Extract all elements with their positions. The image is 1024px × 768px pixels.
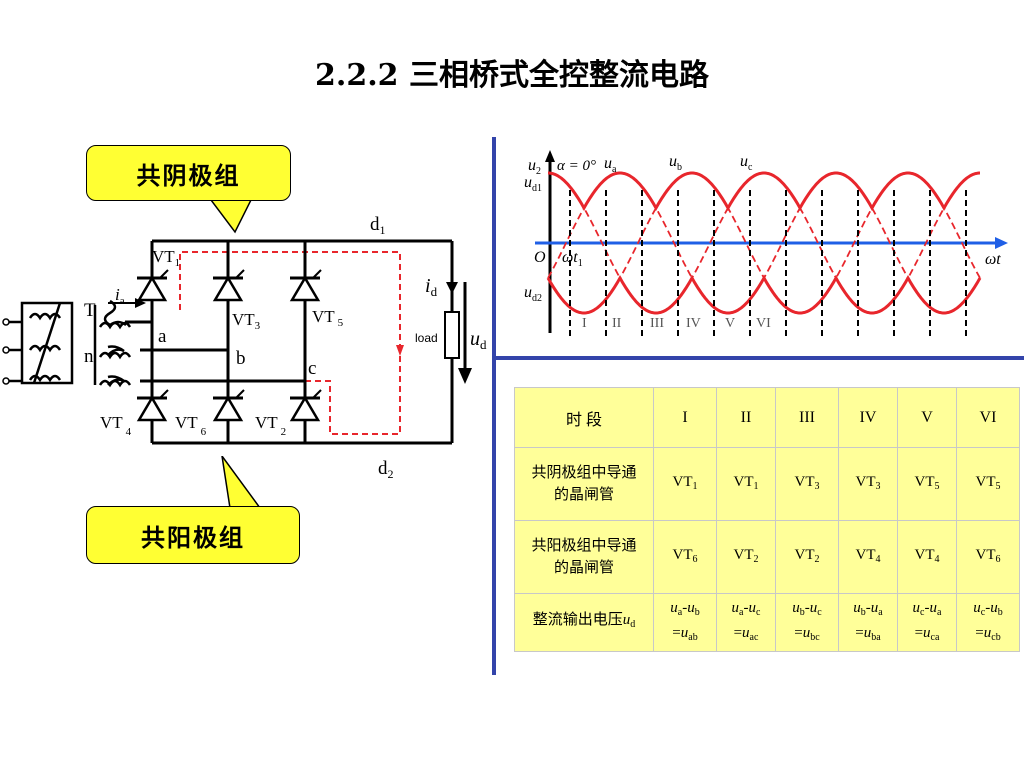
label-uc: uc (740, 153, 753, 173)
label-wt: ωt (985, 251, 1001, 268)
label-u2: u2 (528, 157, 541, 177)
label-ud1: ud1 (524, 174, 542, 194)
table-cell: ua-uc=uac (716, 593, 776, 652)
header-cell: V (897, 387, 957, 448)
ud1-envelope (548, 171, 980, 211)
callout-anode-group: 共阳极组 (86, 506, 300, 564)
table-cell: VT4 (838, 520, 898, 594)
id-arrowhead (446, 282, 458, 294)
table-row: 整流输出电压ud ua-ub=uab ua-uc=uac ub-uc=ubc u… (514, 593, 1020, 652)
label-alpha: α = 0° (557, 158, 596, 174)
segment-label: V (725, 316, 735, 331)
table-cell: ua-ub=uab (653, 593, 717, 652)
label-ud: ud (470, 328, 487, 352)
label-a: a (158, 326, 167, 347)
segment-label: III (650, 316, 664, 331)
table-cell: ub-ua=uba (838, 593, 898, 652)
thyristor-vt2 (289, 389, 322, 422)
table-row: 时 段 I II III IV V VI (514, 387, 1020, 448)
segment-label: IV (686, 316, 701, 331)
label-id: id (425, 275, 438, 299)
label-vt1: VT1 (152, 247, 180, 269)
waveform-plot: u2 ud1 ud2 α = 0° ua ub uc O ωt1 ωt I II… (524, 150, 1008, 336)
label-origin: O (534, 249, 546, 266)
callout-top-text: 共阴极组 (136, 160, 241, 190)
table-cell: VT5 (897, 447, 957, 521)
thyristor-vt3 (212, 269, 245, 302)
table-row: 共阴极组中导通的晶闸管 VT1 VT1 VT3 VT3 VT5 VT5 (514, 447, 1020, 521)
header-cell: III (775, 387, 839, 448)
label-T: T (84, 300, 96, 321)
row-label: 共阳极组中导通的晶闸管 (514, 520, 654, 594)
horizontal-divider (494, 356, 1024, 360)
row-label: 整流输出电压ud (514, 593, 654, 652)
ud2-envelope (546, 275, 982, 315)
table-cell: VT6 (956, 520, 1020, 594)
segment-label: II (612, 316, 622, 331)
header-period: 时 段 (514, 387, 654, 448)
table-cell: VT4 (897, 520, 957, 594)
table-cell: VT1 (653, 447, 717, 521)
x-axis-arrowhead (995, 237, 1008, 249)
header-cell: II (716, 387, 776, 448)
header-cell: I (653, 387, 717, 448)
page-title: 2.2.2 三相桥式全控整流电路 (315, 58, 709, 93)
table-cell: VT2 (716, 520, 776, 594)
header-cell: IV (838, 387, 898, 448)
current-arrow (396, 345, 404, 356)
table-cell: VT1 (716, 447, 776, 521)
load-resistor (444, 311, 460, 359)
label-n: n (84, 346, 94, 367)
label-vt3: VT3 (232, 310, 261, 332)
thyristor-vt5 (289, 269, 322, 302)
segment-label: VI (756, 316, 771, 331)
label-ia: ia (115, 285, 125, 307)
table-cell: uc-ua=uca (897, 593, 957, 652)
table-cell: ub-uc=ubc (775, 593, 839, 652)
header-cell: VI (956, 387, 1020, 448)
row-label: 共阴极组中导通的晶闸管 (514, 447, 654, 521)
label-ub: ub (669, 153, 682, 173)
table-cell: uc-ub=ucb (956, 593, 1020, 652)
label-wt1: ωt1 (562, 249, 583, 269)
label-ud2: ud2 (524, 284, 542, 304)
callout-bottom-pointer (221, 456, 262, 509)
vertical-divider (492, 137, 496, 675)
thyristor-vt4 (136, 389, 169, 422)
label-ua: ua (604, 155, 617, 175)
conduction-table: 时 段 I II III IV V VI 共阴极组中导通的晶闸管 VT1 VT1… (514, 387, 1020, 652)
label-c: c (308, 358, 316, 379)
label-d1: d1 (370, 214, 386, 237)
callout-cathode-group: 共阴极组 (86, 145, 291, 201)
segment-label: I (582, 316, 587, 331)
table-cell: VT6 (653, 520, 717, 594)
table-cell: VT2 (775, 520, 839, 594)
ud-arrowhead (458, 368, 472, 384)
current-path-bottom (305, 356, 401, 435)
thyristor-vt1 (136, 269, 169, 302)
thyristor-vt6 (212, 389, 245, 422)
table-cell: VT3 (838, 447, 898, 521)
y-axis-arrowhead (545, 150, 555, 162)
transformer (6, 299, 132, 388)
table-cell: VT3 (775, 447, 839, 521)
callout-bottom-text: 共阳极组 (141, 522, 245, 552)
label-d2: d2 (378, 458, 394, 481)
label-load: load (415, 331, 438, 345)
table-row: 共阳极组中导通的晶闸管 VT6 VT2 VT2 VT4 VT4 VT6 (514, 520, 1020, 594)
label-b: b (236, 348, 246, 369)
table-cell: VT5 (956, 447, 1020, 521)
